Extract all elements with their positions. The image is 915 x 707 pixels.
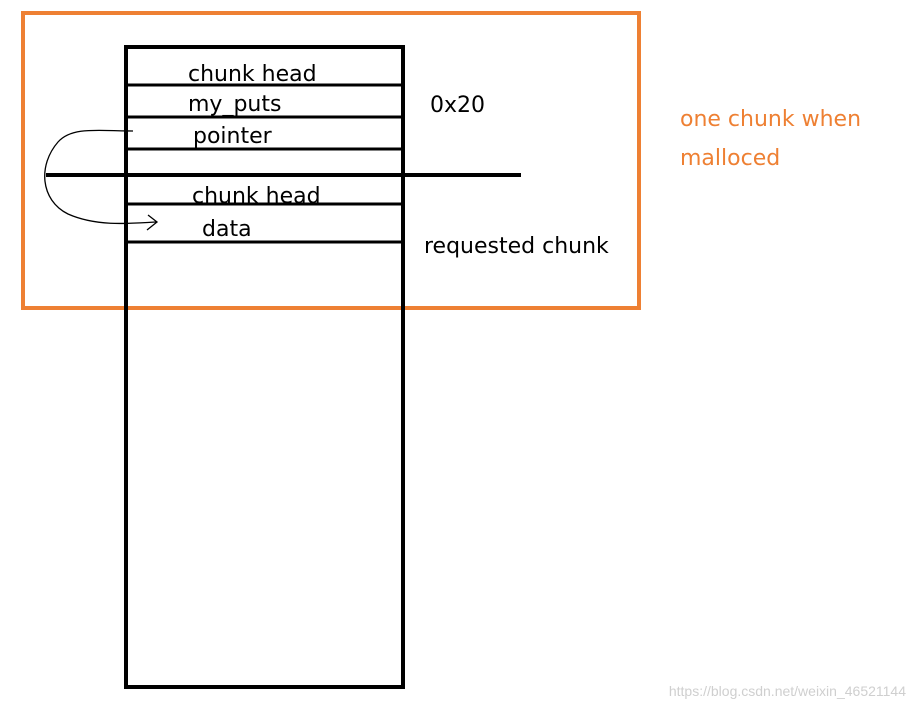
cell-label-chunk-head-2: chunk head <box>192 184 321 209</box>
malloc-chunk-frame <box>21 11 641 310</box>
memory-column <box>124 45 405 689</box>
size-label: 0x20 <box>430 93 485 118</box>
cell-label-my-puts: my_puts <box>188 92 281 117</box>
annotation-line-1: one chunk when <box>680 107 861 132</box>
requested-chunk-label: requested chunk <box>424 234 609 259</box>
annotation-line-2: malloced <box>680 146 780 171</box>
arrow-head-icon <box>146 214 159 231</box>
watermark: https://blog.csdn.net/weixin_46521144 <box>669 683 906 699</box>
cell-label-data: data <box>202 217 252 242</box>
row-dividers <box>126 83 403 244</box>
cell-label-chunk-head-1: chunk head <box>188 62 317 87</box>
pointer-arrow <box>44 129 157 225</box>
cell-label-pointer: pointer <box>193 124 273 149</box>
